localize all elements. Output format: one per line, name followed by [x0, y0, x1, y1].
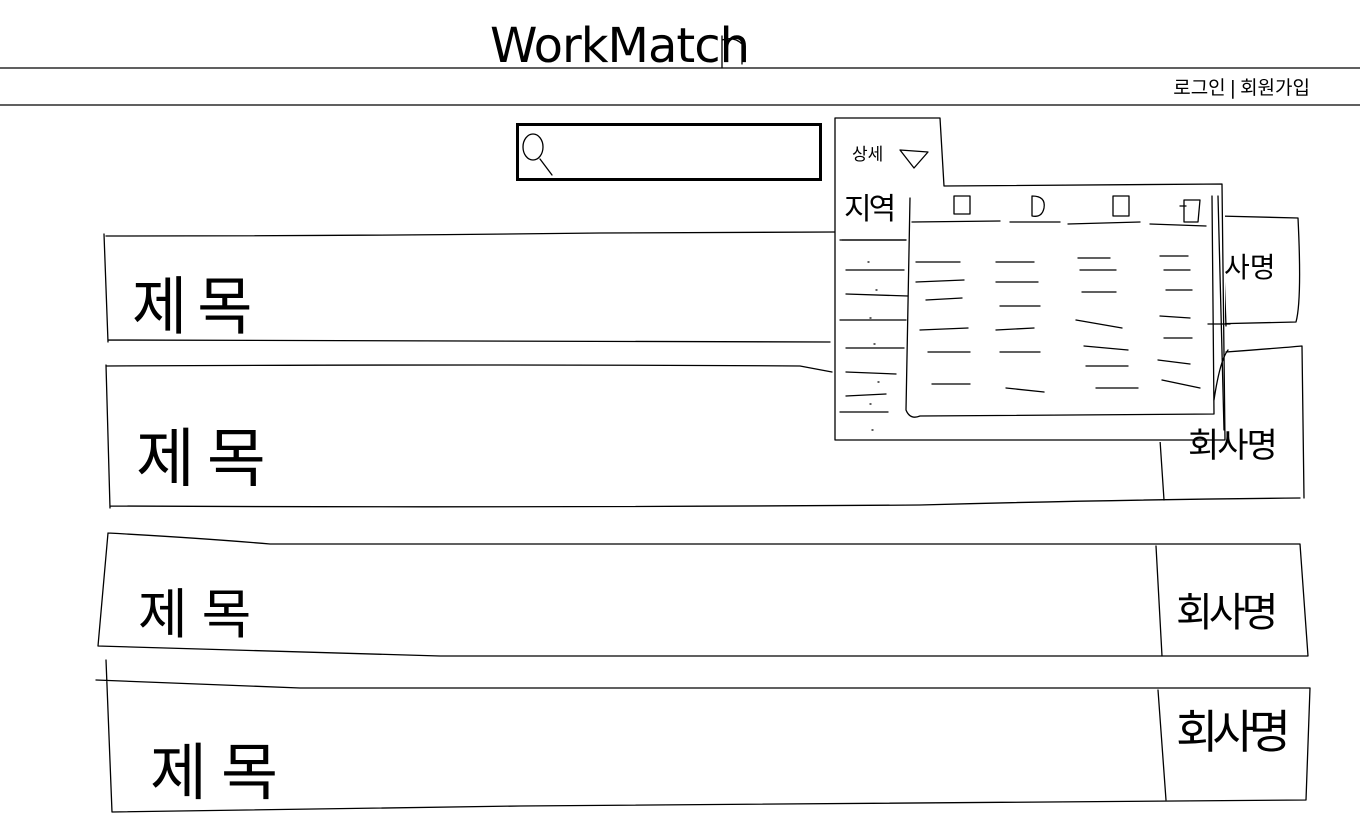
job-company-name: 회사명: [1176, 590, 1278, 636]
job-card-1-outline: [103, 215, 1301, 343]
search-icon: [522, 133, 553, 176]
job-card-3-outline: [97, 532, 1309, 657]
job-card[interactable]: [100, 540, 1306, 654]
site-logo-text[interactable]: WorkMatch: [490, 18, 750, 74]
job-card-2-outline: [105, 345, 1305, 509]
region-filter-label: 지역: [844, 192, 896, 227]
auth-separator: |: [1229, 77, 1237, 99]
filter-dropdown-panel: [834, 117, 1231, 442]
detail-filter-toggle[interactable]: 상세: [852, 144, 883, 166]
login-link[interactable]: 로그인: [1173, 77, 1226, 99]
search-box[interactable]: [516, 123, 822, 181]
detail-filter-label: 상세: [852, 145, 884, 165]
job-title: 제목: [138, 583, 266, 646]
job-card-4-outline: [95, 659, 1311, 813]
job-title: 제목: [150, 736, 293, 809]
auth-links: 로그인|회원가입: [1173, 76, 1310, 100]
job-title: 제목: [136, 423, 278, 497]
brand-cursor-mark: [721, 35, 743, 69]
triangle-down-icon: [899, 149, 929, 169]
signup-link[interactable]: 회원가입: [1240, 77, 1310, 99]
job-company-name: 회사명: [1176, 705, 1291, 759]
search-input[interactable]: [559, 132, 813, 172]
job-company-name: 회사명: [1188, 426, 1278, 466]
job-title: 제목: [132, 270, 263, 345]
job-company-name: 사명: [1224, 251, 1276, 284]
